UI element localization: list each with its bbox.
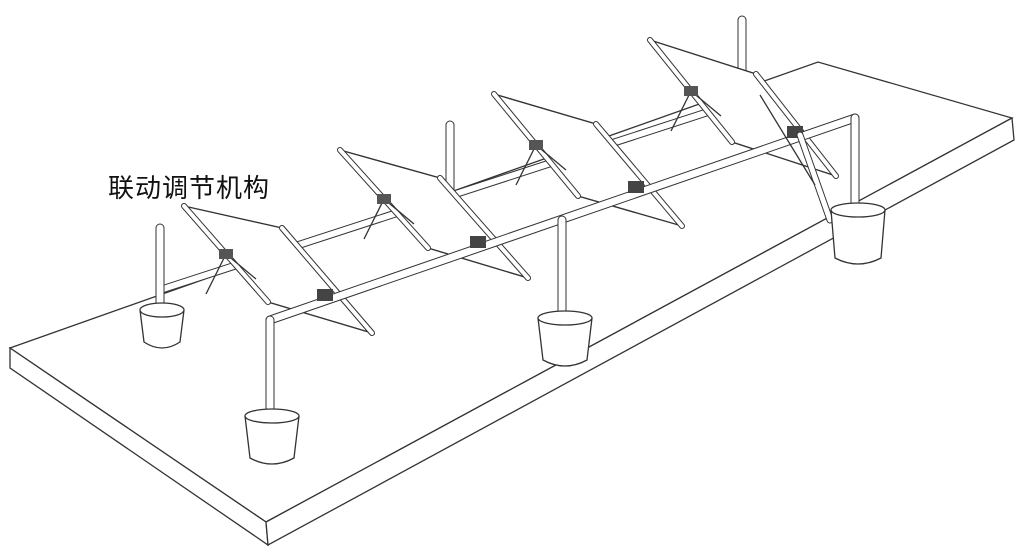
panel-frame-right-4-fill (754, 72, 838, 178)
bucket-right (830, 209, 886, 265)
brace-4 (670, 90, 692, 132)
board-front-right-side (265, 116, 1015, 547)
panel-frame-right-1-fill (280, 226, 374, 335)
bucket-left (139, 309, 185, 349)
bucket-front-left-rim (244, 408, 300, 424)
linkage-joint-2 (377, 194, 391, 204)
panel-frame-right-2-fill (438, 176, 530, 280)
brace-1 (205, 253, 227, 295)
rail-clamp-1 (317, 289, 333, 301)
bucket-front-left (244, 415, 300, 465)
bucket-front-middle (537, 317, 593, 367)
bucket-right-rim (830, 202, 886, 218)
linkage-rod (759, 94, 816, 186)
linkage-joint-1 (219, 249, 233, 259)
linkage-mechanism-label: 联动调节机构 (108, 174, 271, 204)
brace-2 (363, 198, 385, 240)
rail-clamp-2 (470, 236, 486, 248)
rail-clamp-3 (628, 181, 644, 193)
linkage-joint-4 (684, 86, 698, 96)
linkage-joint-3 (529, 140, 543, 150)
linkage-arm-fill (797, 132, 833, 223)
bucket-front-middle-rim (537, 310, 593, 326)
panel-frame-right-3-fill (594, 122, 684, 228)
bucket-left-rim (139, 302, 185, 318)
brace-3 (515, 144, 537, 186)
